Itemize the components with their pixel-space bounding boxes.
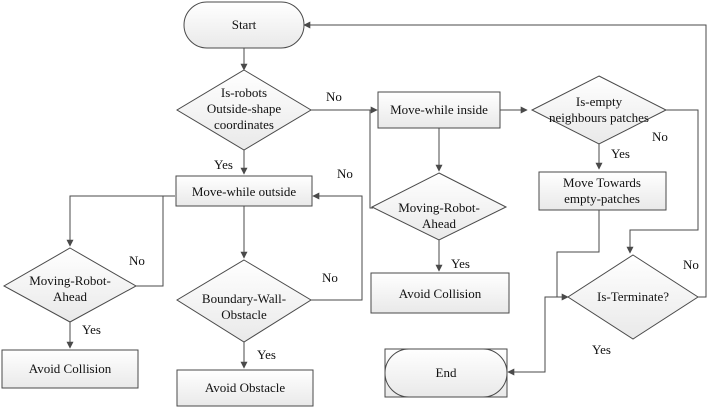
- is-terminate-label: Is-Terminate?: [597, 289, 669, 304]
- is-terminate-decision: Is-Terminate?: [567, 254, 699, 340]
- end-node: End: [384, 348, 508, 398]
- robots-no-label: No: [326, 89, 342, 104]
- connectors: [66, 21, 707, 376]
- edge-terminate-yes-to-end: [507, 296, 568, 376]
- moving-robot-mid-line-2: Ahead: [422, 216, 456, 231]
- is-robots-outside-line-1: Is-robots: [221, 85, 267, 100]
- avoid-collision-mid-label: Avoid Collision: [399, 286, 482, 301]
- move-towards-line-1: Move Towards: [563, 175, 641, 190]
- empty-yes-label: Yes: [611, 146, 630, 161]
- edge-move-outside-to-left-robot: [66, 195, 175, 247]
- move-towards-line-2: empty-patches: [564, 191, 640, 206]
- avoid-collision-left-label: Avoid Collision: [29, 361, 112, 376]
- move-inside-label: Move-while inside: [390, 102, 488, 117]
- boundary-no-label: No: [322, 270, 338, 285]
- left-robot-no-label: No: [129, 253, 145, 268]
- move-outside-label: Move-while outside: [192, 184, 297, 199]
- move-outside-process: Move-while outside: [175, 175, 313, 207]
- moving-robot-mid-decision: Moving-Robot- Ahead: [370, 172, 508, 241]
- avoid-collision-left-process: Avoid Collision: [1, 349, 139, 389]
- boundary-yes-label: Yes: [257, 347, 276, 362]
- is-robots-outside-line-2: Outside-shape: [207, 101, 282, 116]
- is-robots-outside-line-3: coordinates: [214, 117, 274, 132]
- left-robot-yes-label: Yes: [82, 322, 101, 337]
- moving-robot-left-line-2: Ahead: [53, 289, 87, 304]
- edge-terminate-no-to-start: [303, 21, 707, 298]
- end-label: End: [436, 365, 457, 380]
- mid-robot-yes-label: Yes: [451, 256, 470, 271]
- terminate-yes-label: Yes: [592, 342, 611, 357]
- outside-loop-no-label: No: [337, 166, 353, 181]
- is-empty-line-1: Is-empty: [576, 94, 623, 109]
- moving-robot-left-decision: Moving-Robot- Ahead: [2, 247, 138, 323]
- boundary-wall-line-1: Boundary-Wall-: [202, 291, 286, 306]
- start-label: Start: [232, 17, 257, 32]
- start-node: Start: [183, 1, 305, 49]
- boundary-wall-line-2: Obstacle: [221, 307, 267, 322]
- edge-empty-no-to-terminate: [626, 109, 699, 254]
- move-towards-process: Move Towards empty-patches: [538, 171, 667, 211]
- edge-boundary-no-loop: [311, 192, 363, 301]
- edge-mid-robot-side-loop: [369, 109, 377, 209]
- empty-no-label: No: [652, 129, 668, 144]
- move-inside-process: Move-while inside: [377, 91, 501, 129]
- robots-yes-label: Yes: [214, 157, 233, 172]
- avoid-collision-mid-process: Avoid Collision: [370, 272, 510, 314]
- avoid-obstacle-label: Avoid Obstacle: [205, 380, 285, 395]
- is-robots-outside-decision: Is-robots Outside-shape coordinates: [176, 69, 312, 151]
- terminate-no-label: No: [683, 257, 699, 272]
- moving-robot-left-line-1: Moving-Robot-: [29, 273, 111, 288]
- moving-robot-mid-line-1: Moving-Robot-: [398, 200, 480, 215]
- is-empty-neighbours-decision: Is-empty neighbours patches: [530, 75, 668, 145]
- is-empty-line-2: neighbours patches: [549, 110, 649, 125]
- boundary-wall-decision: Boundary-Wall- Obstacle: [176, 259, 312, 343]
- avoid-obstacle-process: Avoid Obstacle: [176, 369, 314, 407]
- edge-left-robot-no-loop: [136, 195, 175, 287]
- edge-labels: No Yes No No Yes No Yes Yes No Yes No Ye…: [82, 89, 699, 362]
